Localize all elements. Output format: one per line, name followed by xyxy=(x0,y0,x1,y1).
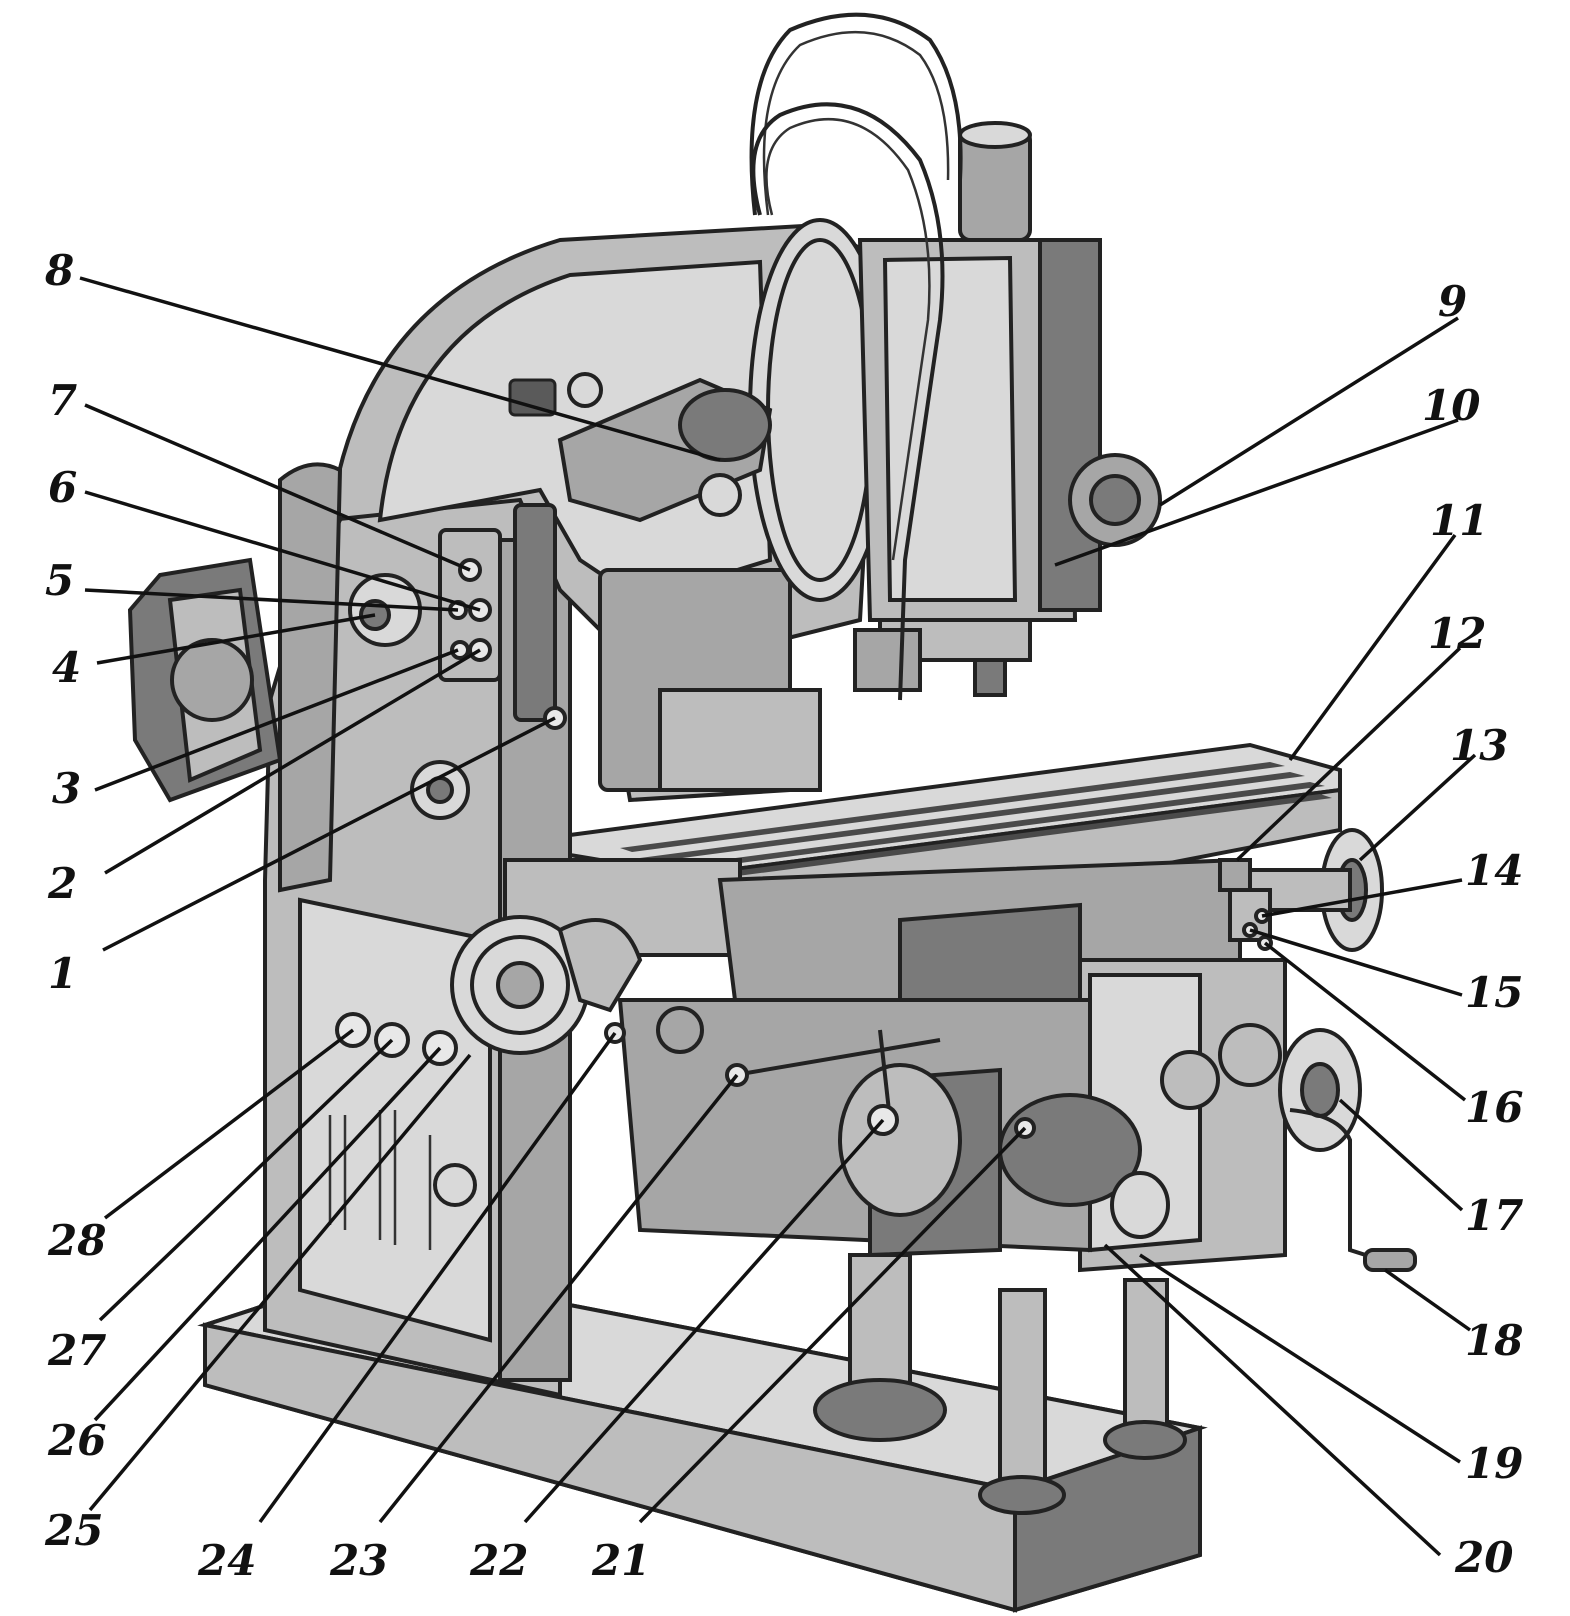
callout-11: 11 xyxy=(1430,496,1488,545)
machine-illustration xyxy=(127,12,1417,1613)
control-panel xyxy=(348,503,567,820)
callout-19: 19 xyxy=(1465,1439,1523,1488)
callout-23: 23 xyxy=(329,1536,388,1585)
knee-support-legs xyxy=(813,1253,1187,1515)
table-handwheel-right xyxy=(1238,828,1384,952)
leader-line-17 xyxy=(1338,1098,1464,1212)
callout-8: 8 xyxy=(44,246,74,295)
leader-line-21 xyxy=(638,1126,1027,1524)
leader-line-13 xyxy=(1358,753,1477,862)
machine-overarm xyxy=(327,222,883,803)
callout-12: 12 xyxy=(1428,609,1486,658)
leader-line-5 xyxy=(84,588,459,612)
callout-3: 3 xyxy=(52,764,81,813)
callout-25: 25 xyxy=(44,1506,103,1555)
leader-line-20 xyxy=(1103,1243,1442,1557)
callout-5: 5 xyxy=(45,556,74,605)
leader-line-8 xyxy=(79,276,721,462)
callout-21: 21 xyxy=(591,1536,650,1585)
leader-line-9 xyxy=(1159,316,1459,507)
leader-line-23 xyxy=(378,1073,739,1524)
leader-line-1 xyxy=(102,716,556,952)
callout-10: 10 xyxy=(1422,381,1480,430)
callout-27: 27 xyxy=(47,1326,106,1375)
speed-selector-lever xyxy=(508,372,773,523)
callout-24: 24 xyxy=(197,1536,256,1585)
callout-1: 1 xyxy=(48,949,77,998)
leader-line-2 xyxy=(104,648,481,875)
leader-line-25 xyxy=(88,1053,472,1512)
leader-line-18 xyxy=(1383,1268,1472,1332)
rear-motor-housing xyxy=(127,462,343,893)
knee-and-saddle xyxy=(503,857,1287,1273)
callout-13: 13 xyxy=(1450,721,1508,770)
table-handwheel-left xyxy=(450,915,643,1055)
leader-line-11 xyxy=(1288,533,1457,762)
callout-28: 28 xyxy=(47,1216,106,1265)
leader-line-16 xyxy=(1263,941,1467,1102)
leader-line-15 xyxy=(1249,928,1463,997)
coolant-hoses xyxy=(749,12,963,701)
callout-16: 16 xyxy=(1465,1083,1523,1132)
leader-line-26 xyxy=(93,1046,442,1422)
leader-line-12 xyxy=(1235,646,1462,862)
leader-line-24 xyxy=(258,1031,617,1524)
callout-2: 2 xyxy=(47,859,77,908)
leader-line-22 xyxy=(523,1118,885,1524)
callout-9: 9 xyxy=(1438,277,1467,326)
leader-line-6 xyxy=(84,490,481,612)
callout-4: 4 xyxy=(52,643,81,692)
callout-20: 20 xyxy=(1454,1533,1513,1582)
callout-18: 18 xyxy=(1465,1316,1523,1365)
leader-line-7 xyxy=(84,403,471,572)
callout-17: 17 xyxy=(1465,1191,1523,1240)
callout-6: 6 xyxy=(48,463,77,512)
callout-numbers: 1 2 3 4 5 6 7 8 9 10 11 12 13 14 15 16 1… xyxy=(44,246,1523,1585)
leader-line-14 xyxy=(1261,878,1463,918)
cross-feed-handwheel xyxy=(1160,1023,1417,1272)
leader-lines xyxy=(79,276,1477,1557)
leader-line-10 xyxy=(1054,418,1459,567)
callout-26: 26 xyxy=(47,1416,106,1465)
callout-7: 7 xyxy=(48,376,77,425)
leader-line-3 xyxy=(94,648,459,792)
leader-line-27 xyxy=(98,1038,394,1322)
leader-line-28 xyxy=(103,1028,355,1220)
leader-line-19 xyxy=(1139,1253,1461,1464)
leader-line-4 xyxy=(96,613,376,665)
spindle-head xyxy=(748,121,1162,697)
callout-15: 15 xyxy=(1465,968,1523,1017)
callout-22: 22 xyxy=(469,1536,528,1585)
callout-14: 14 xyxy=(1465,846,1523,895)
